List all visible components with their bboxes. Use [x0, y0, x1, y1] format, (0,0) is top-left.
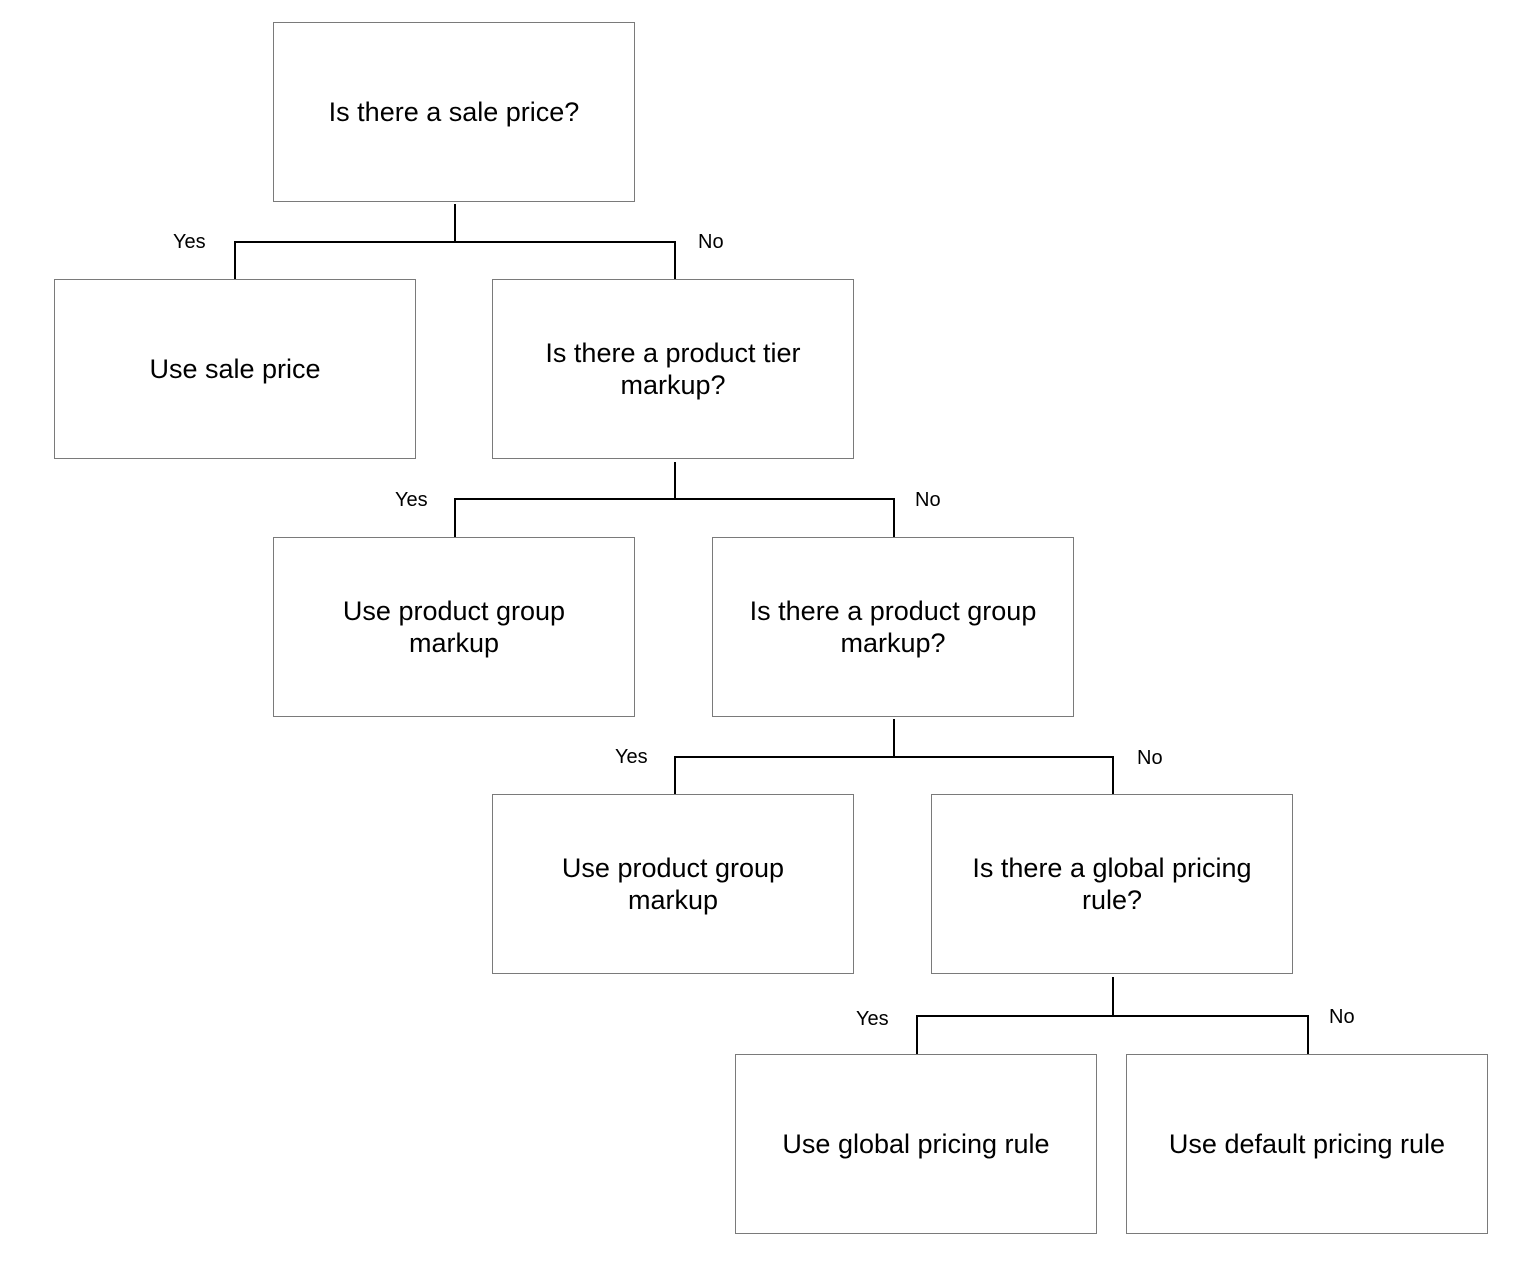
action-use-global-pricing-rule-text: Use global pricing rule	[782, 1129, 1050, 1159]
branch-label-yes: Yes	[856, 1008, 889, 1030]
connector-group-markup-no	[894, 756, 1114, 794]
decision-product-tier-markup-text: Is there a product tier markup?	[545, 338, 801, 400]
action-use-global-pricing-rule: Use global pricing rule	[735, 1054, 1097, 1234]
branch-label-no: No	[698, 231, 724, 253]
connector-tier-markup-no	[675, 498, 895, 537]
action-use-product-group-markup-2: Use product group markup	[492, 794, 854, 974]
branch-label-no: No	[1137, 747, 1163, 769]
branch-label-yes: Yes	[615, 746, 648, 768]
connector-tier-markup-yes	[454, 462, 676, 537]
action-use-default-pricing-rule-text: Use default pricing rule	[1168, 1129, 1446, 1159]
action-use-product-group-markup-1-text: Use product group markup	[342, 596, 566, 658]
decision-product-tier-markup: Is there a product tier markup?	[492, 279, 854, 459]
branch-label-no: No	[915, 489, 941, 511]
decision-sale-price-text: Is there a sale price?	[328, 97, 580, 127]
connector-group-markup-yes	[674, 719, 895, 794]
action-use-sale-price-text: Use sale price	[149, 354, 321, 384]
connector-global-rule-no	[1113, 1015, 1309, 1054]
branch-label-yes: Yes	[395, 489, 428, 511]
decision-product-group-markup-text: Is there a product group markup?	[749, 596, 1037, 658]
action-use-sale-price: Use sale price	[54, 279, 416, 459]
action-use-product-group-markup-2-text: Use product group markup	[561, 853, 785, 915]
branch-label-yes: Yes	[173, 231, 206, 253]
connector-sale-price-no	[455, 241, 676, 279]
connector-global-rule-yes	[916, 977, 1114, 1054]
decision-global-pricing-rule: Is there a global pricing rule?	[931, 794, 1293, 974]
decision-product-group-markup: Is there a product group markup?	[712, 537, 1074, 717]
action-use-default-pricing-rule: Use default pricing rule	[1126, 1054, 1488, 1234]
action-use-product-group-markup-1: Use product group markup	[273, 537, 635, 717]
decision-sale-price: Is there a sale price?	[273, 22, 635, 202]
decision-global-pricing-rule-text: Is there a global pricing rule?	[972, 853, 1252, 915]
connector-sale-price-yes	[234, 204, 456, 279]
branch-label-no: No	[1329, 1006, 1355, 1028]
